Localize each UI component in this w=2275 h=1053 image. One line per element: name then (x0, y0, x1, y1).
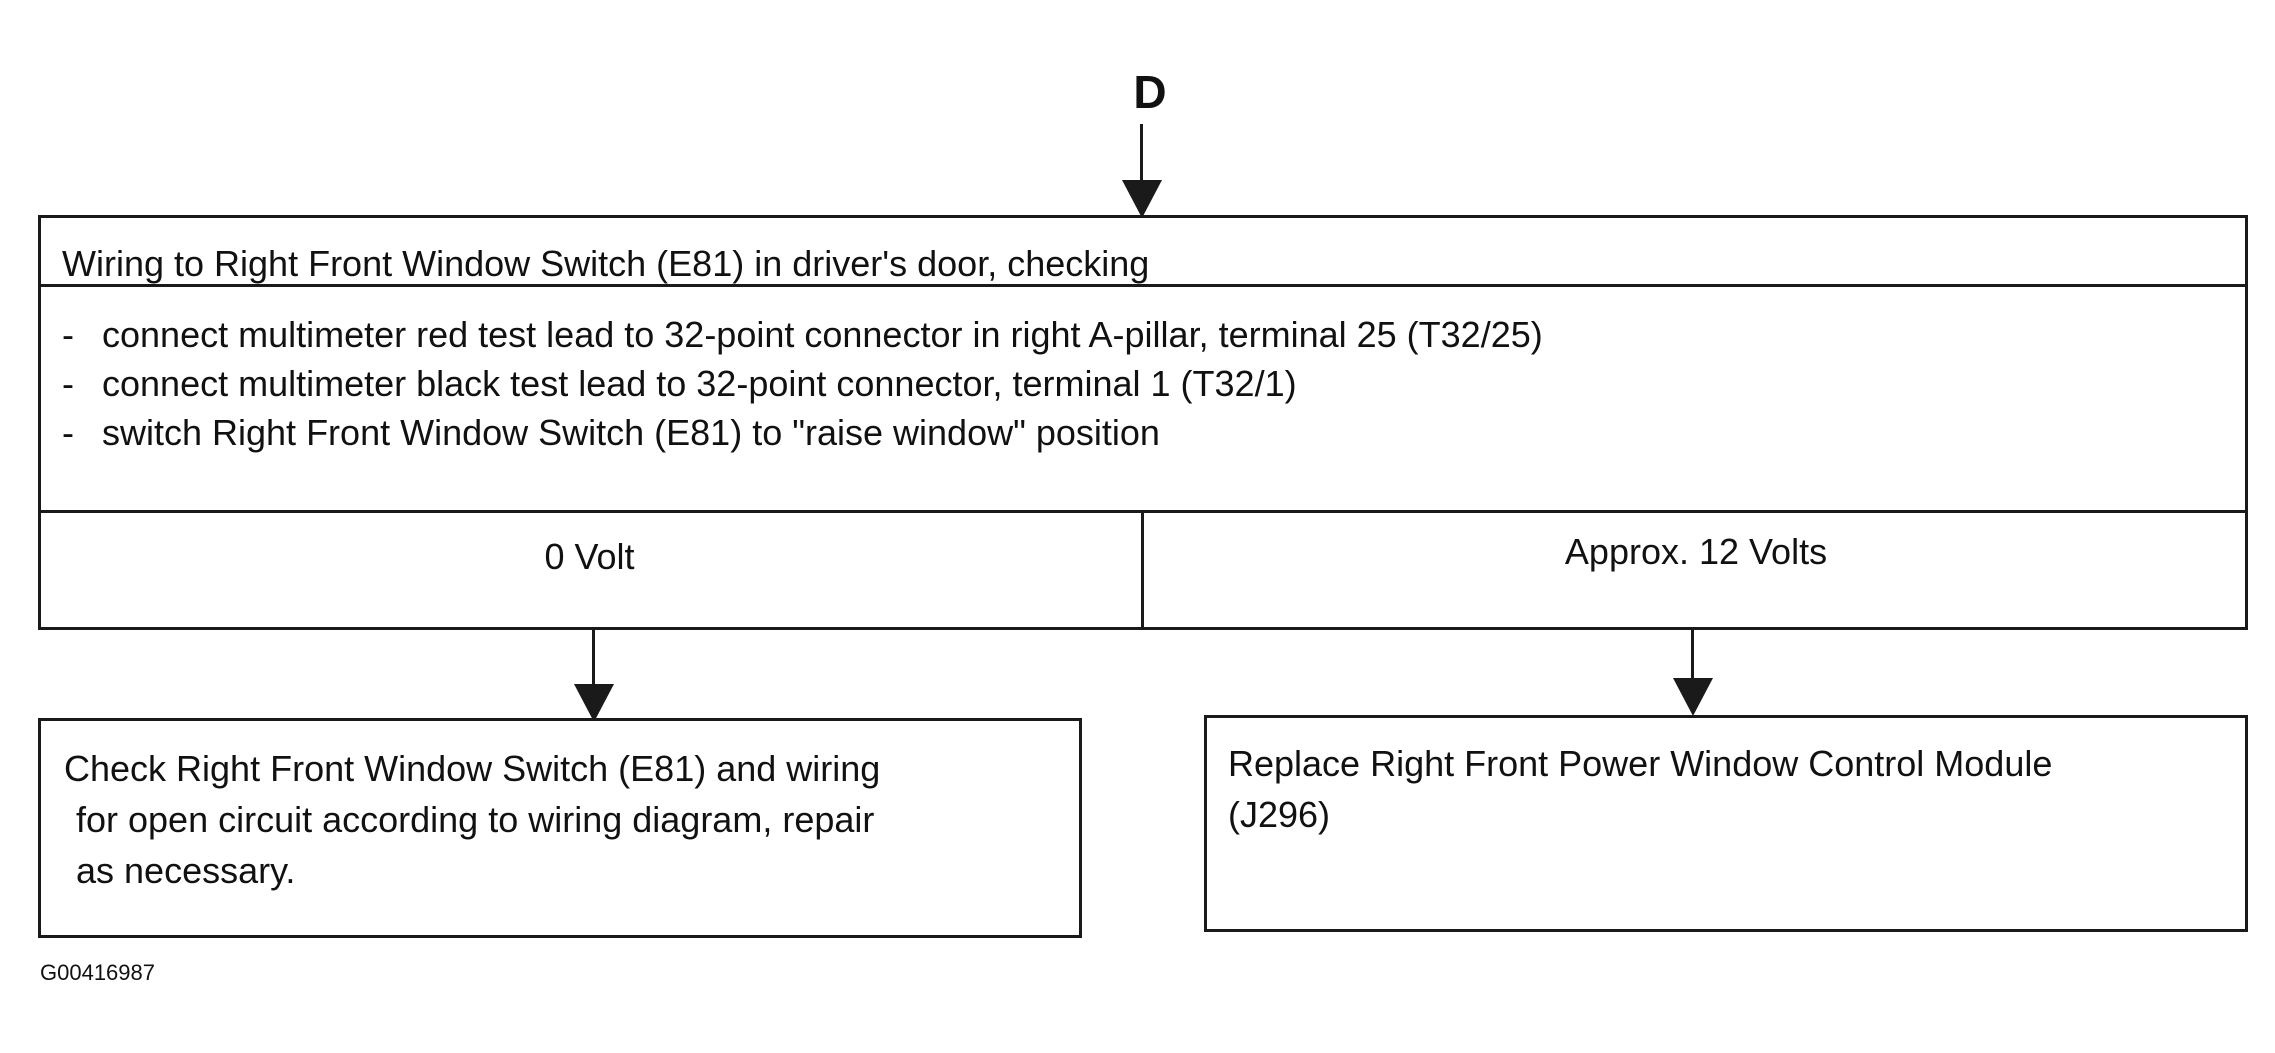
arrow-left-line (592, 630, 595, 686)
action-box-right (1204, 715, 2248, 932)
check-steps: -connect multimeter red test lead to 32-… (62, 310, 1543, 457)
action-left-line-1: Check Right Front Window Switch (E81) an… (64, 748, 881, 789)
check-step-1: -connect multimeter red test lead to 32-… (62, 314, 1543, 355)
arrow-d-line (1140, 124, 1143, 184)
result-right: Approx. 12 Volts (1564, 531, 1828, 572)
title-divider (38, 284, 2248, 287)
action-left-line-3: as necessary. (76, 850, 296, 891)
arrow-right-line (1691, 630, 1694, 682)
check-step-2: -connect multimeter black test lead to 3… (62, 363, 1297, 404)
arrow-right-head (1673, 678, 1713, 716)
action-box-left (38, 718, 1082, 938)
results-split (1141, 510, 1144, 630)
check-title: Wiring to Right Front Window Switch (E81… (62, 243, 1150, 284)
arrow-left-head (574, 684, 614, 722)
arrow-d-head (1122, 180, 1162, 218)
connector-label: D (1133, 66, 1167, 118)
action-left-line-2: for open circuit according to wiring dia… (76, 799, 875, 840)
result-left: 0 Volt (544, 536, 635, 577)
action-right-line-1: Replace Right Front Power Window Control… (1228, 743, 2053, 784)
check-step-3: -switch Right Front Window Switch (E81) … (62, 412, 1160, 453)
figure-id: G00416987 (40, 960, 155, 985)
action-right-line-2: (J296) (1228, 794, 1331, 835)
